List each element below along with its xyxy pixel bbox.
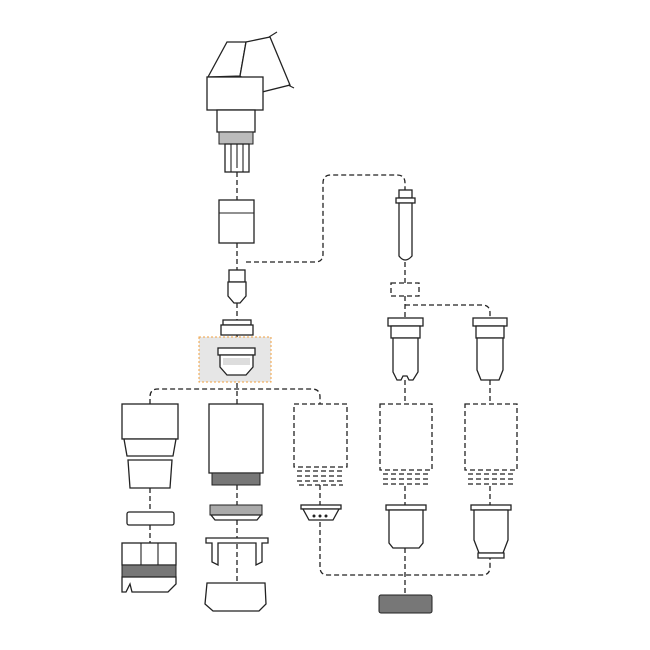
shield-cap[interactable] [121, 403, 179, 489]
retaining-cap-a[interactable] [379, 403, 433, 485]
nozzle-a[interactable] [387, 317, 424, 381]
highlighted-part[interactable] [198, 336, 272, 383]
spacer-ring[interactable] [126, 511, 175, 526]
swirl-ring[interactable] [390, 282, 420, 297]
electrode[interactable] [395, 189, 416, 261]
threaded-ring[interactable] [209, 504, 263, 521]
end-cap[interactable] [204, 582, 267, 612]
torch-head[interactable] [206, 31, 295, 173]
connector-lines [149, 172, 491, 595]
nozzle-b[interactable] [472, 317, 508, 381]
deflector-cap[interactable] [121, 542, 177, 593]
o-ring-adapter[interactable] [220, 319, 254, 336]
guide-clip[interactable] [205, 537, 269, 567]
optional-retaining-cap[interactable] [293, 403, 348, 486]
swirl-connector[interactable] [227, 269, 247, 304]
small-shield[interactable] [300, 504, 342, 521]
shield-b[interactable] [470, 504, 512, 559]
retaining-sleeve[interactable] [218, 199, 255, 244]
knurled-nut[interactable] [378, 594, 433, 614]
retaining-cap-b[interactable] [464, 403, 518, 485]
shield-a[interactable] [385, 504, 427, 549]
retaining-cap[interactable] [208, 403, 264, 486]
